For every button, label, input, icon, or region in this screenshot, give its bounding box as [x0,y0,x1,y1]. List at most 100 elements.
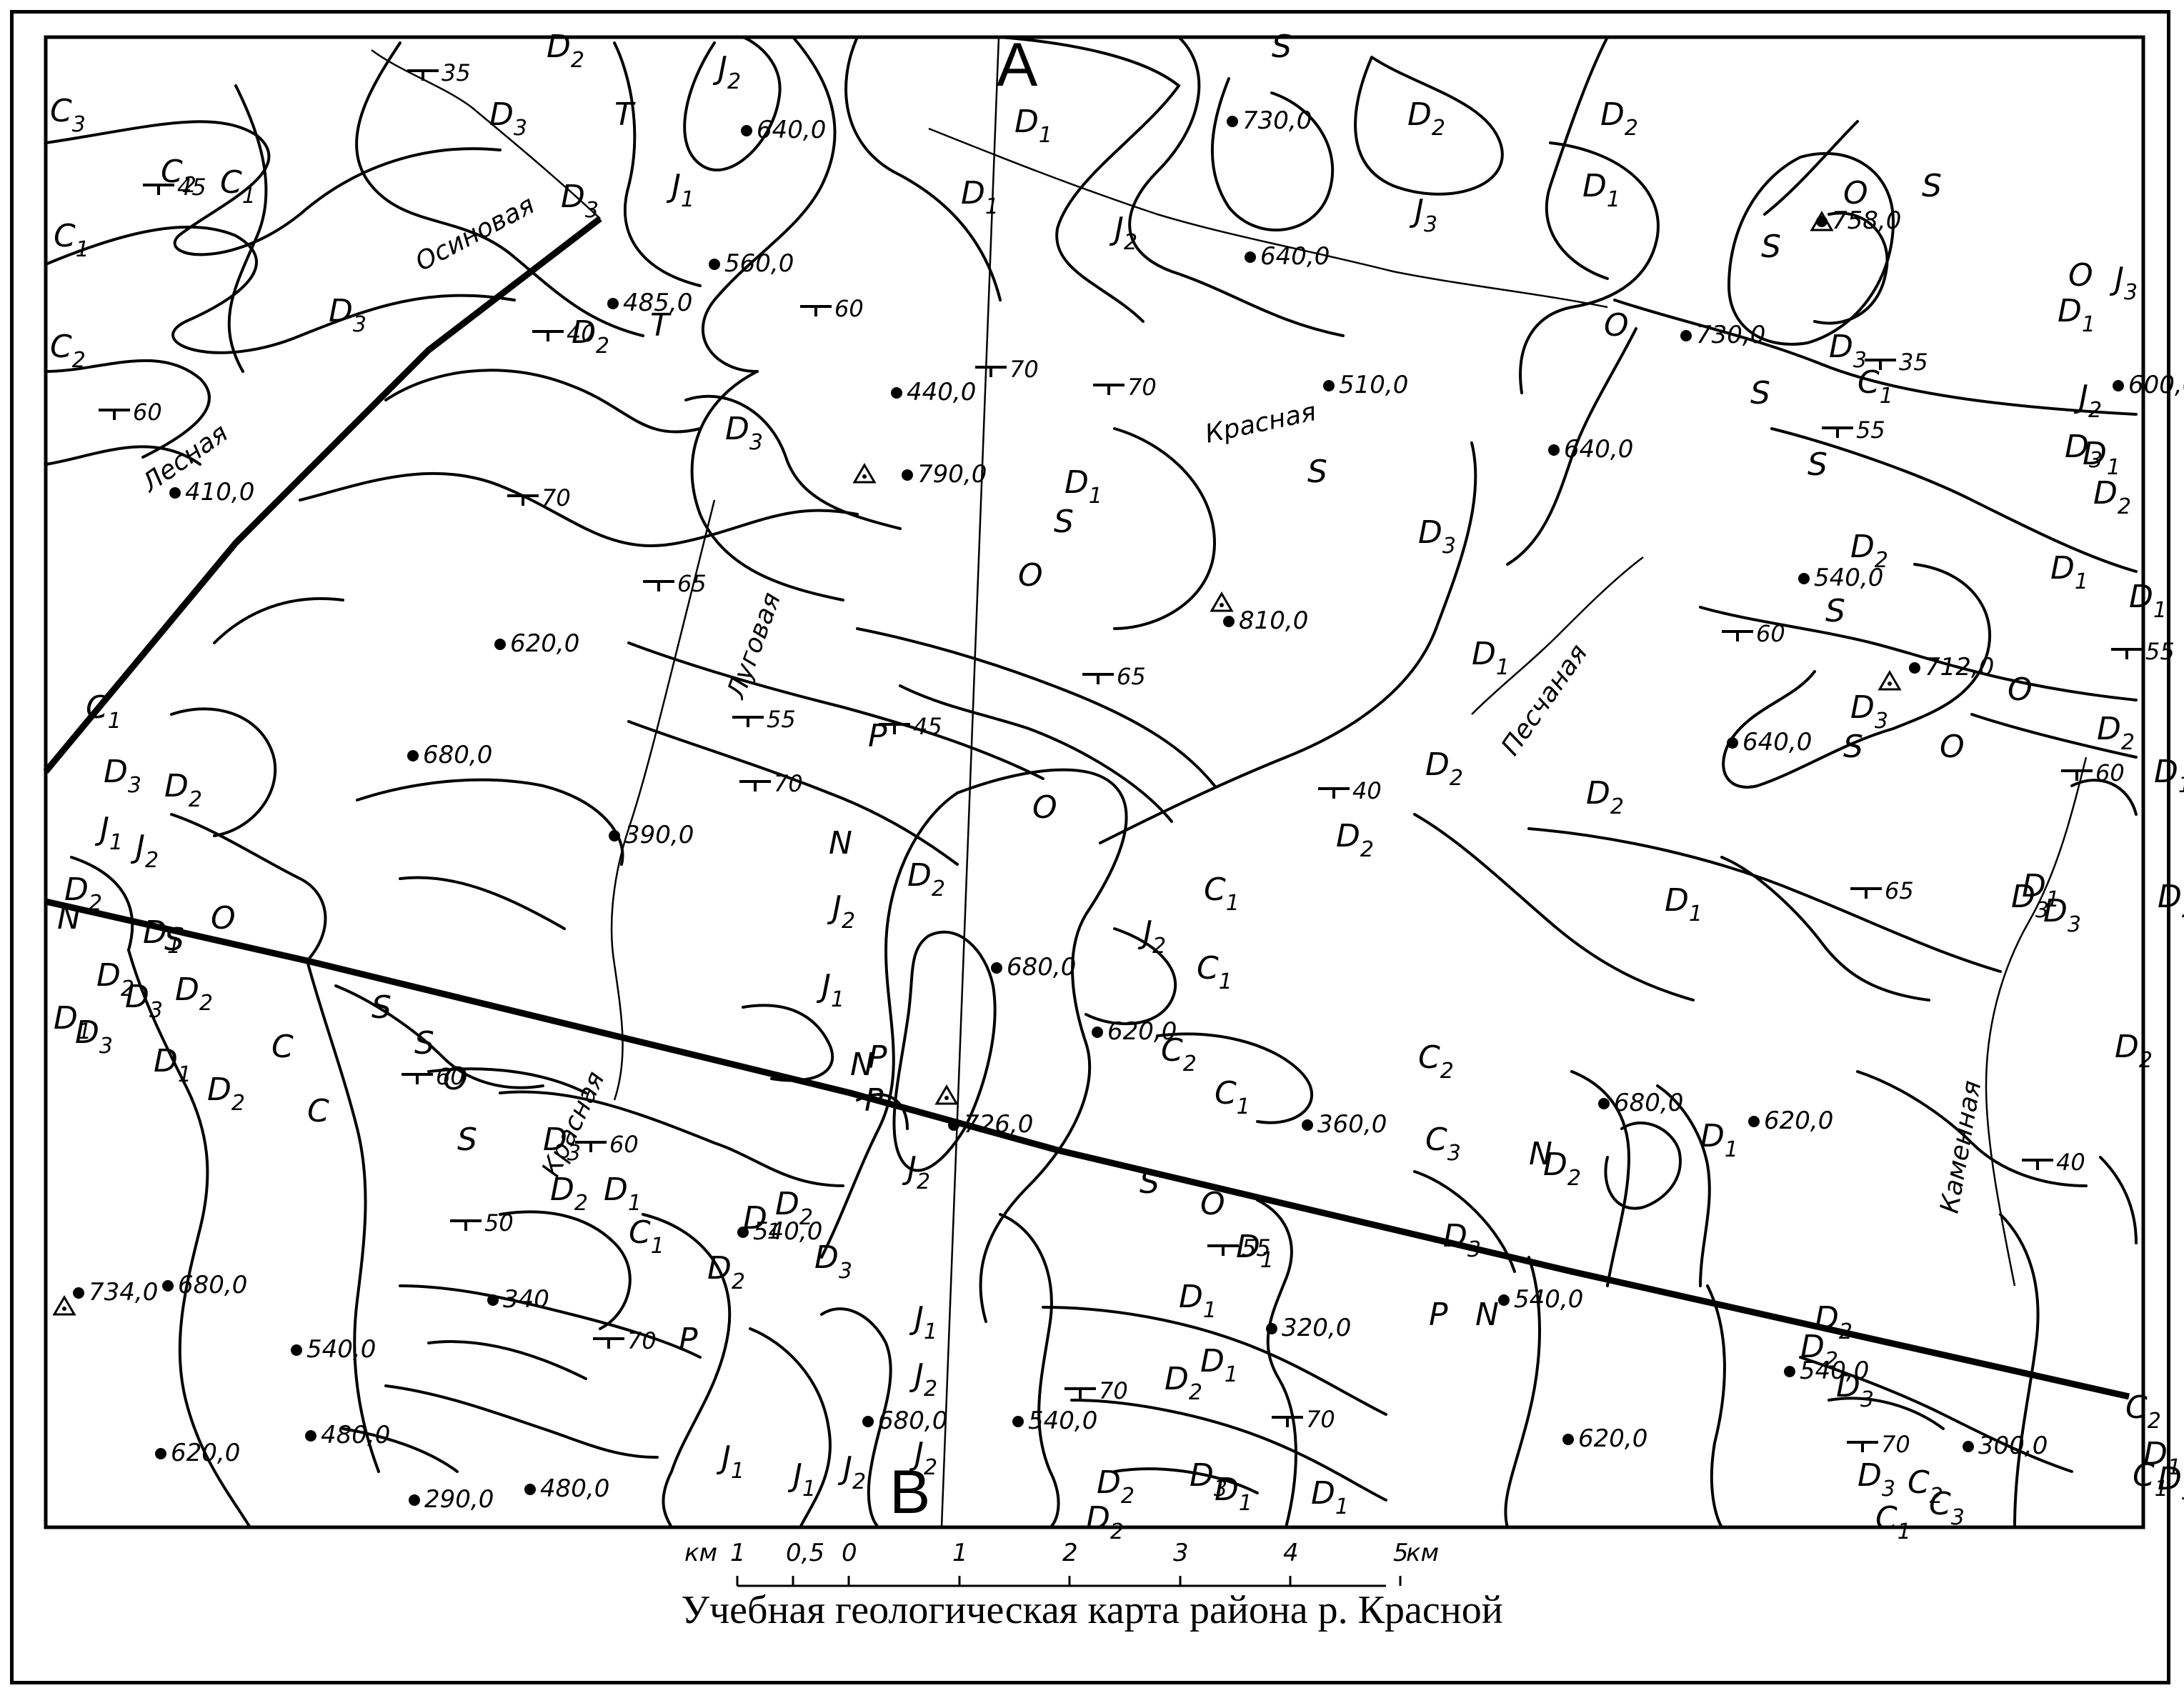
unit-label: D1 [604,1172,642,1216]
elevation-label: 540,0 [753,1217,822,1246]
elevation-label: 485,0 [623,289,692,317]
dip-value: 45 [913,713,942,740]
elevation-point [1598,1098,1610,1109]
unit-label: J1 [909,1300,937,1344]
dip-value: 65 [677,570,707,597]
elevation-label: 758,0 [1832,206,1901,235]
unit-label: D2 [175,972,213,1016]
elevation-label: 680,0 [423,741,492,769]
dip-value: 60 [609,1131,639,1158]
elevation-point [1748,1116,1760,1127]
unit-label: J2 [712,50,741,94]
unit-label: S [1922,168,1942,204]
unit-label: D1 [154,1043,191,1087]
summit-triangle [1878,670,1902,691]
unit-label: C3 [1425,1122,1461,1166]
unit-label: D1 [1215,1472,1252,1516]
unit-label: O [1032,789,1057,826]
unit-label: D1 [1179,1279,1217,1323]
unit-label: J2 [1109,211,1137,255]
elevation-label: 540,0 [1800,1357,1869,1385]
dip-value: 60 [133,399,162,426]
unit-label: C [271,1029,294,1065]
elevation-point [2113,380,2124,391]
dip-value: 70 [627,1327,657,1354]
unit-label: D1 [1582,168,1620,212]
elevation-label: 540,0 [306,1335,376,1364]
elevation-point [1784,1366,1795,1377]
elevation-label: 640,0 [757,116,826,144]
unit-label: D2 [1086,1500,1124,1544]
scale-tick-label: 5 [1393,1539,1409,1567]
unit-label: C1 [86,689,121,734]
elevation-label: 680,0 [178,1271,247,1299]
dip-value: 60 [834,295,864,322]
unit-label: D3 [489,96,527,141]
elevation-point [862,1416,874,1427]
unit-label: D1 [2050,550,2088,594]
scale-tick-label: 1 [730,1539,746,1567]
elevation-point [1909,662,1920,674]
elevation-point [409,1494,420,1506]
unit-label: P [1429,1297,1448,1333]
unit-label: D2 [1600,96,1638,141]
unit-label: P [679,1322,698,1358]
unit-label: O [1200,1186,1225,1222]
unit-label: J1 [94,811,123,855]
elevation-label: 360,0 [1317,1110,1387,1139]
elevation-label: 600,0 [2128,371,2184,399]
scale-tick-label: 0 [842,1539,857,1567]
fault-lines [43,216,2130,1400]
dip-value: 40 [567,320,596,347]
unit-label: S [1843,729,1863,765]
unit-label: D1 [54,1000,91,1044]
unit-label: J3 [2109,261,2138,305]
unit-label: N [1529,1136,1552,1172]
unit-label: C1 [629,1214,664,1259]
unit-label: P [864,1082,884,1119]
unit-label: J2 [827,889,855,934]
scale-tick-label: 2 [1062,1539,1078,1567]
section-line [940,36,1000,1528]
unit-label: D2 [1407,96,1445,141]
river-kamennaya [1985,756,2088,1287]
unit-label: C2 [1418,1039,1454,1084]
elevation-label: 510,0 [1339,371,1408,399]
unit-label: J1 [816,968,844,1012]
dip-value: 70 [1009,356,1039,383]
elevation-point [1302,1119,1313,1131]
unit-label: S [1825,593,1845,629]
dip-value: 45 [177,174,206,201]
river-name: Осиновая [411,190,539,277]
unit-label: D3 [1850,689,1888,734]
unit-label: N [829,825,852,862]
unit-label: D1 [1472,636,1510,680]
unit-label: D2 [96,957,134,1002]
unit-label: D2 [2093,475,2131,519]
unit-label: D2 [207,1072,245,1116]
unit-label: O [2068,257,2093,294]
unit-label: P [868,1039,887,1076]
unit-label: S [1307,454,1327,490]
elevation-point [1680,330,1692,341]
dip-value: 70 [1881,1431,1910,1458]
elevation-point [1223,616,1235,627]
unit-label: D3 [814,1239,852,1284]
elevation-label: 640,0 [1742,728,1812,756]
elevation-point [1963,1441,1974,1452]
unit-label: C1 [1197,950,1232,994]
unit-label: T [614,96,636,133]
dip-value: 65 [1117,663,1146,690]
elevation-point [1498,1294,1510,1306]
map-frame [10,10,2170,1684]
unit-label: S [1807,446,1828,483]
elevation-point [1727,737,1738,749]
elevation-label: 300,0 [1978,1432,2048,1460]
unit-label: S [1140,1164,1160,1201]
section-label-b: B [889,1458,930,1527]
unit-label: D2 [1425,746,1463,791]
scale-tick-label: 4 [1283,1539,1299,1567]
unit-label: J2 [837,1450,866,1494]
elevation-point [1266,1323,1277,1334]
